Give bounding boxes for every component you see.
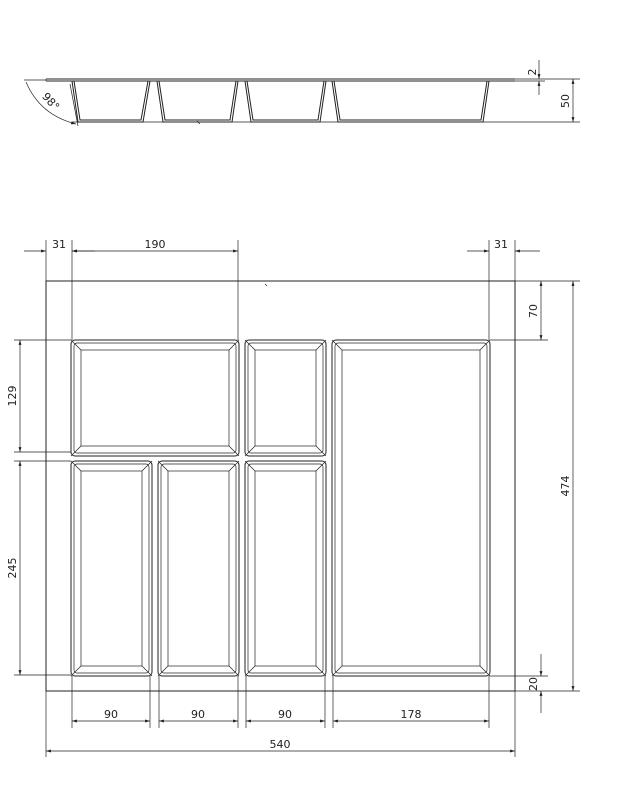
compartment-top-middle bbox=[244, 339, 327, 457]
dim-left-margin: 31 bbox=[52, 238, 66, 251]
compartment-top-left bbox=[70, 339, 240, 457]
side-section-view bbox=[24, 60, 580, 127]
dim-total-depth: 474 bbox=[559, 476, 572, 497]
dim-col1-width: 90 bbox=[104, 708, 118, 721]
compartment-right-tall bbox=[331, 339, 491, 677]
dim-col2-width: 90 bbox=[191, 708, 205, 721]
dim-thickness: 2 bbox=[526, 69, 539, 76]
dim-col3-width: 90 bbox=[278, 708, 292, 721]
dim-col4-width: 178 bbox=[401, 708, 422, 721]
dim-left-lower-height: 245 bbox=[6, 558, 19, 579]
dim-total-width: 540 bbox=[270, 738, 291, 751]
dim-height: 50 bbox=[559, 94, 572, 108]
plan-view bbox=[14, 240, 580, 757]
dim-left-upper-height: 129 bbox=[6, 386, 19, 407]
compartment-bottom-1 bbox=[70, 460, 153, 677]
compartment-bottom-3 bbox=[244, 460, 327, 677]
dim-top-left-width: 190 bbox=[145, 238, 166, 251]
dim-right-margin: 31 bbox=[494, 238, 508, 251]
dim-top-margin: 70 bbox=[527, 304, 540, 318]
dim-bottom-margin: 20 bbox=[527, 677, 540, 691]
tray-outline bbox=[45, 280, 516, 692]
dim-angle: 98° bbox=[39, 90, 62, 113]
compartment-bottom-2 bbox=[157, 460, 240, 677]
